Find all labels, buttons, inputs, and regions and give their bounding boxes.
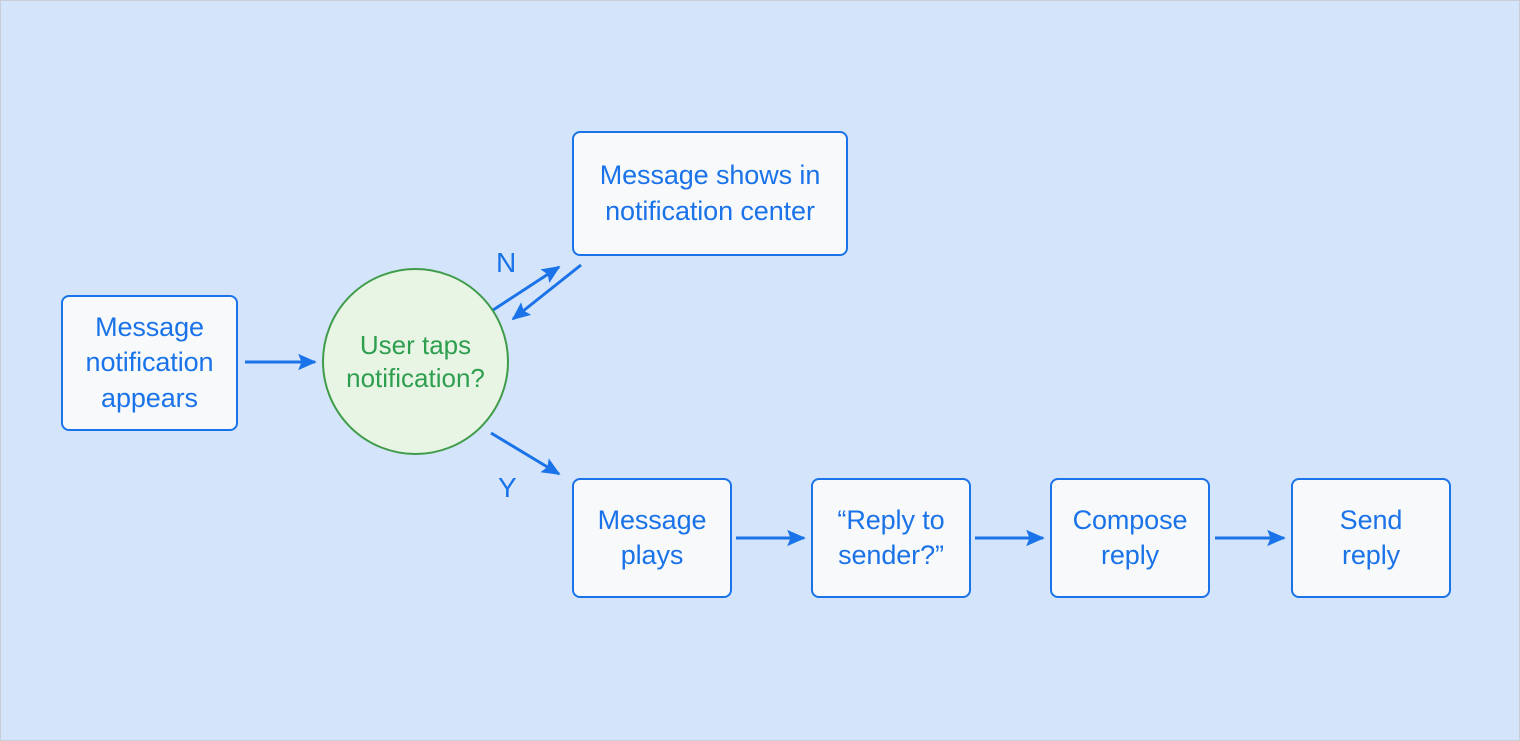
node-user-taps-notification-decision[interactable]: User taps notification? bbox=[322, 268, 509, 455]
node-message-plays[interactable]: Message plays bbox=[572, 478, 732, 598]
edge-label-yes: Y bbox=[498, 472, 517, 503]
node-compose-reply[interactable]: Compose reply bbox=[1050, 478, 1210, 598]
node-reply-to-sender-prompt[interactable]: “Reply to sender?” bbox=[811, 478, 971, 598]
connector-center-to-decision bbox=[511, 263, 582, 321]
connector-decision-to-plays bbox=[490, 431, 561, 476]
node-message-notification-appears[interactable]: Message notification appears bbox=[61, 295, 238, 431]
node-message-shows-in-notification-center[interactable]: Message shows in notification center bbox=[572, 131, 848, 256]
node-send-reply[interactable]: Send reply bbox=[1291, 478, 1451, 598]
connector-decision-to-center bbox=[489, 265, 561, 314]
edge-label-no: N bbox=[496, 247, 517, 278]
